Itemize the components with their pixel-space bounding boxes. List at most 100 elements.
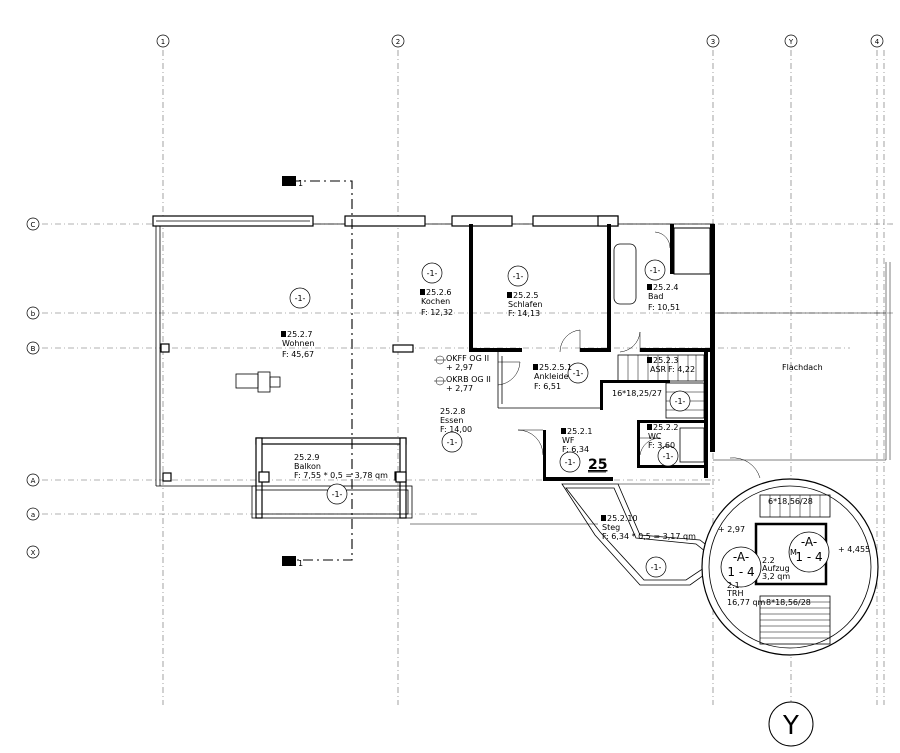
column <box>258 471 270 483</box>
room-name: Essen <box>440 416 463 425</box>
room-area: 16,77 qm <box>727 598 766 607</box>
fixture <box>257 371 271 393</box>
column <box>395 471 407 483</box>
level-tag-circle <box>559 451 581 473</box>
room-id: 25.2.7 <box>287 330 312 339</box>
level-tag-circle <box>441 431 463 453</box>
door-tower <box>729 457 761 479</box>
room-area: F: 6,34 <box>562 445 589 454</box>
tower-inner <box>708 485 872 649</box>
stair-spec: 16*18,25/27 <box>612 389 662 398</box>
grid-label-col: 1 <box>161 38 165 46</box>
room-marker <box>420 289 425 295</box>
tower-tag-bottom: 1 - 4 <box>727 565 754 579</box>
grid-label-col: 4 <box>875 38 880 46</box>
room-area: F: 12,32 <box>421 308 453 317</box>
wall-wc-left <box>637 420 640 465</box>
stair-annotations: 16*18,25/27 6*18,56/28 8*18,56/28 M <box>612 389 813 607</box>
fixture-wohnen <box>235 371 281 393</box>
balcony-rail-top <box>255 437 407 445</box>
room-area: F: 45,67 <box>282 350 314 359</box>
wc-fixture <box>679 427 705 463</box>
room-name: WF <box>562 436 575 445</box>
room-area: F: 14,00 <box>440 425 472 434</box>
room-marker <box>647 284 652 290</box>
room-name: Ankleide <box>534 372 569 381</box>
level-markers: OKFF OG II + 2,97 OKRB OG II + 2,77 + 2,… <box>434 354 870 554</box>
wall-wf-left <box>543 430 546 480</box>
level-tag: -1- <box>573 369 584 378</box>
level-tag-circle <box>289 287 311 309</box>
room-name: ASR <box>650 365 667 374</box>
grid-bubble <box>26 217 40 231</box>
level-tag: -1- <box>513 272 524 281</box>
elevator-marker: M <box>790 548 797 557</box>
level-tag: -1- <box>295 294 306 303</box>
wall-kochen-schlafen <box>469 224 473 352</box>
bathtub <box>613 243 637 305</box>
window-top-mid <box>451 215 513 227</box>
room-name: Aufzug <box>762 564 790 573</box>
level-tag: -1- <box>427 269 438 278</box>
room-marker <box>647 357 652 363</box>
room-name: Flachdach <box>782 363 823 372</box>
room-labels: 25.2.7 Wohnen F: 45,67 25.2.6 Kochen F: … <box>281 283 823 607</box>
wall-schlafen-bottom-right <box>580 348 611 352</box>
level-tag-circle <box>567 362 589 384</box>
room-area: F: 4,22 <box>668 365 695 374</box>
tower-stair-top <box>759 494 831 518</box>
beam <box>392 344 414 353</box>
level-value: + 2,97 <box>446 363 473 372</box>
bath-fixtures <box>613 231 705 463</box>
room-marker <box>561 428 566 434</box>
room-name: Steg <box>602 523 620 532</box>
tower-tag-circle <box>720 546 762 588</box>
fixture <box>235 373 259 389</box>
grid-label-col: 3 <box>711 38 715 46</box>
door-bad <box>619 331 641 353</box>
column <box>160 343 170 353</box>
door-wc <box>639 437 661 456</box>
wall-asr-right <box>704 348 708 478</box>
wall-wc-top <box>637 420 707 423</box>
wall-bad-shaft <box>670 224 674 274</box>
room-area: F: 14,13 <box>508 309 540 318</box>
level-tag: -1- <box>447 438 458 447</box>
tower-tag-top: -A- <box>733 550 749 564</box>
level-tag-circle <box>645 556 667 578</box>
level-value: + 2,97 <box>718 525 745 534</box>
facade-lines <box>713 262 891 461</box>
level-tag-circle <box>657 445 679 467</box>
stair-spec: 6*18,56/28 <box>768 497 813 506</box>
section-label-top: 1 <box>298 179 303 188</box>
stair-spec: 8*18,56/28 <box>766 598 811 607</box>
wall-wf-bottom <box>543 477 613 481</box>
room-id: 25.2.2 <box>653 423 678 432</box>
grid-bubble <box>156 34 170 48</box>
grid-row-bubbles: C b B A a X <box>26 217 40 559</box>
room-id: 25.2.9 <box>294 453 319 462</box>
section-arrow-bottom <box>282 556 296 566</box>
wall-schlafen-bad <box>607 224 611 352</box>
room-marker <box>647 424 652 430</box>
tower-tag-top: -A- <box>801 535 817 549</box>
room-name: Schlafen <box>508 300 542 309</box>
room-name: WC <box>648 432 662 441</box>
tower-tag-circle <box>788 531 830 573</box>
level-value: + 4,455 <box>838 545 870 554</box>
wall-asr-bottom <box>600 380 670 383</box>
section-line: 1 1 <box>282 176 353 568</box>
level-tag-circle <box>644 259 666 281</box>
grid-bubble <box>26 545 40 559</box>
grid-label-row: X <box>31 549 36 557</box>
shaft <box>673 227 711 275</box>
stair-tower <box>701 478 879 656</box>
grid-bubble <box>26 306 40 320</box>
level-tag-circle <box>507 265 529 287</box>
room-name: Wohnen <box>282 339 314 348</box>
grid-bubble <box>391 34 405 48</box>
room-area: F: 6,51 <box>534 382 561 391</box>
grid-bubble <box>26 473 40 487</box>
door-swings <box>497 329 761 479</box>
